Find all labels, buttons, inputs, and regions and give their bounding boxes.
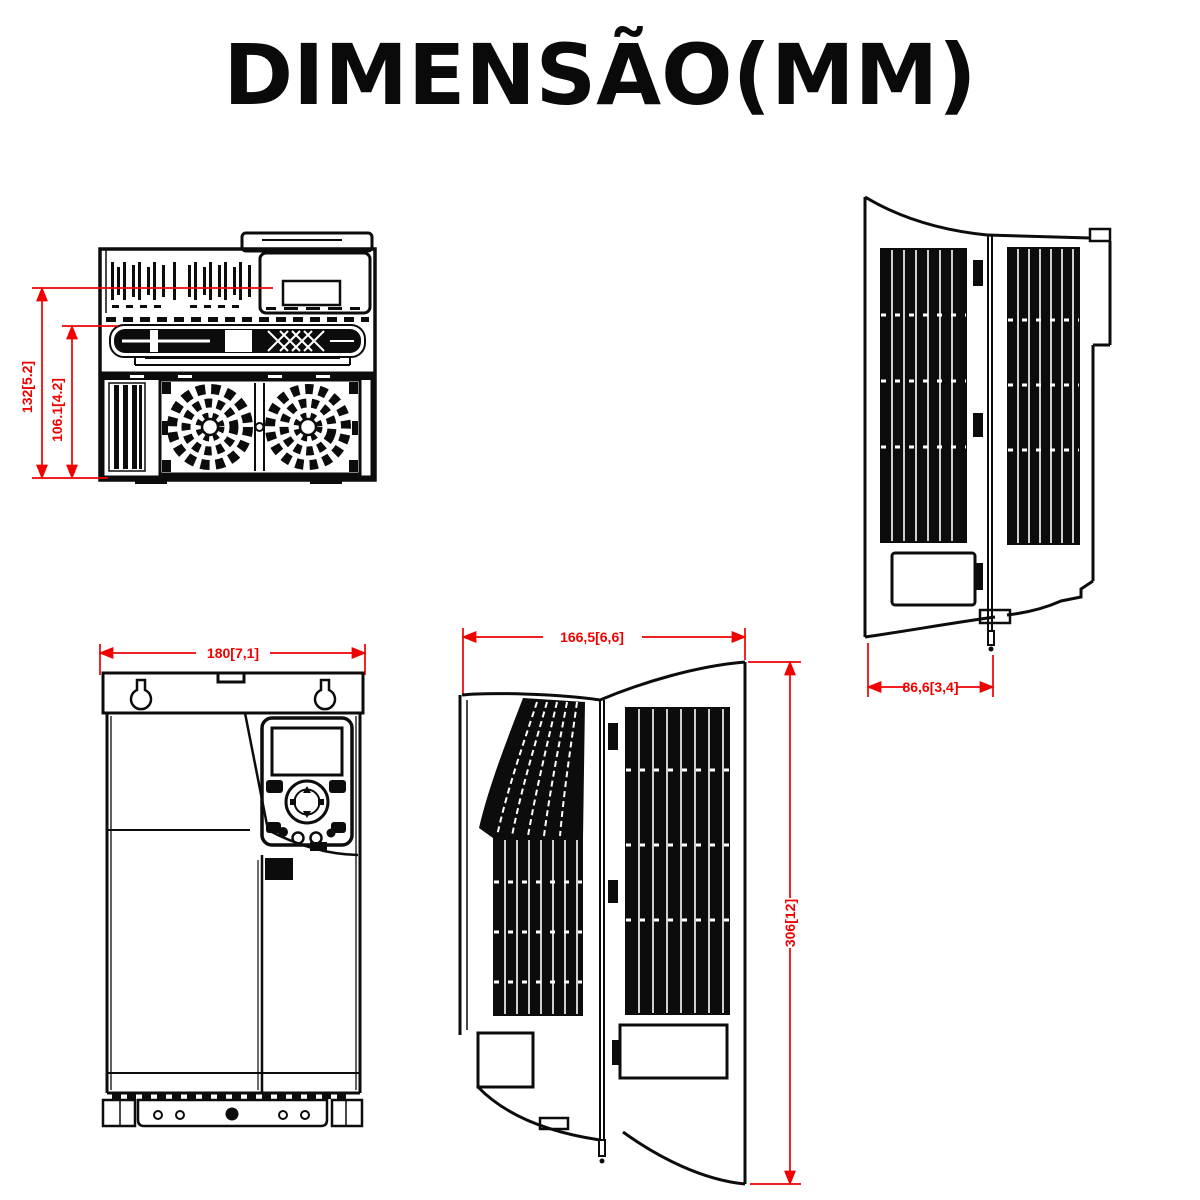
side-right-device [863, 195, 1112, 652]
side-left-dimensions: 166,5[6,6] 306[12] [461, 628, 801, 1186]
dimension-label-132: 132[5.2] [19, 361, 35, 413]
front-view-svg: 180[7,1] [98, 644, 367, 1128]
curved-fin-wedge [479, 698, 585, 838]
gland-plate [101, 1098, 364, 1128]
vent-strip-left [108, 382, 146, 472]
vent-slots-top [111, 262, 251, 308]
side-view-left-svg: 166,5[6,6] 306[12] [458, 628, 801, 1186]
fin-bank-rear [625, 707, 730, 1015]
bottom-dashed-seam [112, 1094, 346, 1099]
fan-grille-right [265, 384, 351, 470]
top-view-svg: 132[5.2] 106.1[4.2] [19, 231, 377, 484]
keypad [260, 716, 354, 847]
keypad-top [258, 251, 372, 315]
front-view-dimensions: 180[7,1] [98, 644, 367, 675]
side-view-left-drawing: 166,5[6,6] 306[12] [445, 610, 815, 1200]
top-view-dimensions: 132[5.2] 106.1[4.2] [19, 286, 273, 480]
side-view-right-svg: 86,6[3,4] [863, 195, 1112, 697]
page-title: DIMENSÃO(MM) [223, 26, 977, 124]
dimension-label-106: 106.1[4.2] [49, 378, 65, 442]
front-device [101, 671, 365, 1128]
dashed-seam [106, 317, 369, 322]
top-view-device [98, 231, 377, 484]
side-left-device [458, 660, 747, 1186]
side-view-right-drawing: 86,6[3,4] [845, 185, 1145, 720]
keypad-display [270, 726, 344, 777]
top-view-drawing: 132[5.2] 106.1[4.2] [10, 225, 390, 495]
fin-bank-left [880, 248, 967, 543]
fin-bank-front [493, 838, 583, 1016]
keyhole-slot-right [313, 678, 337, 711]
front-view-drawing: 180[7,1] [80, 628, 385, 1180]
dimension-label-166: 166,5[6,6] [560, 629, 624, 645]
fin-bank-right [1007, 247, 1080, 545]
dimension-label-86: 86,6[3,4] [902, 679, 958, 695]
side-right-dimensions: 86,6[3,4] [866, 643, 995, 697]
cooling-fans [158, 378, 362, 476]
keyhole-slot-left [129, 678, 153, 711]
fan-grille-left [167, 384, 253, 470]
dimension-label-306: 306[12] [782, 899, 798, 947]
dimension-label-180: 180[7,1] [207, 645, 259, 661]
terminal-bar [109, 324, 366, 358]
